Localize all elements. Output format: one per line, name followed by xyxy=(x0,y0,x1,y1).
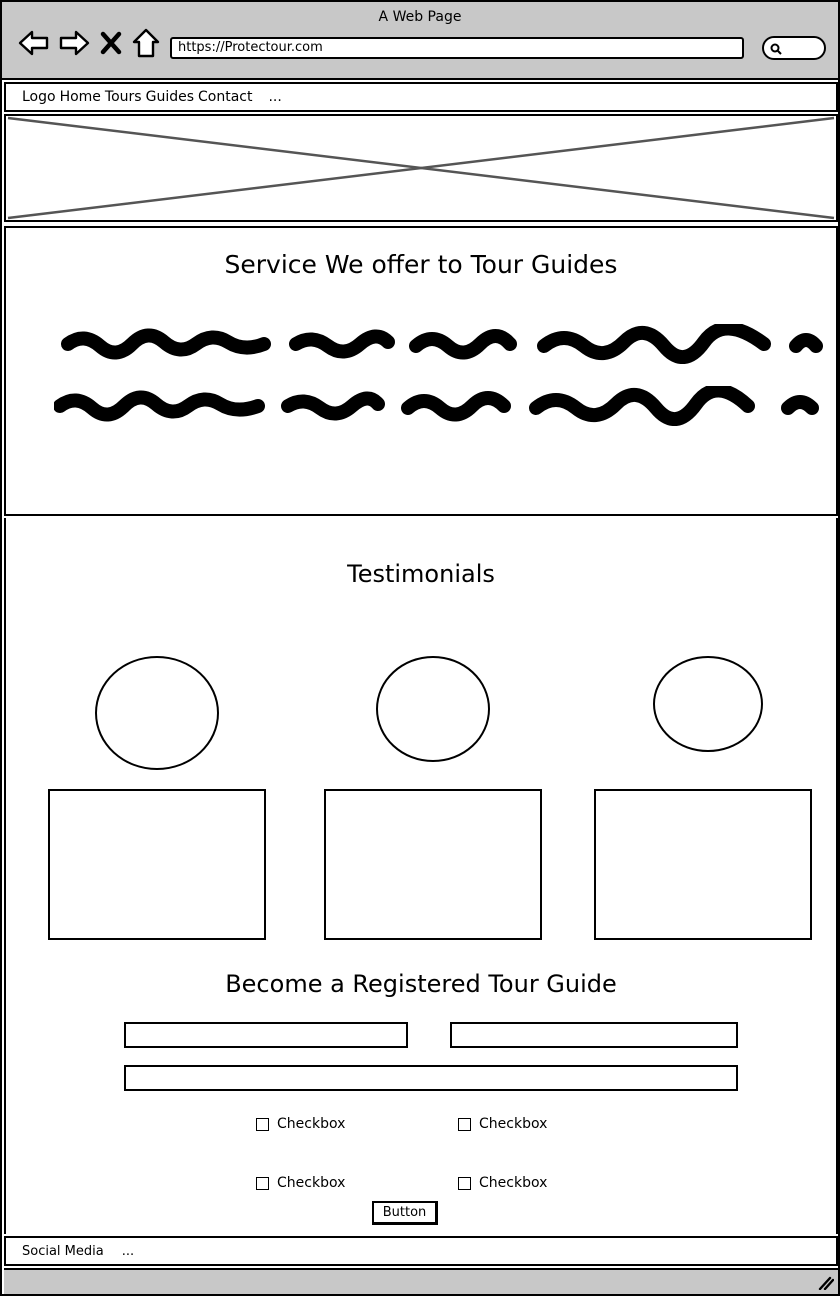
resize-grip-icon[interactable] xyxy=(818,1276,834,1290)
nav-more[interactable]: ... xyxy=(268,89,282,105)
registration-field-2[interactable] xyxy=(450,1022,738,1048)
testimonial-card-3 xyxy=(594,789,812,940)
services-section: Service We offer to Tour Guides xyxy=(4,226,838,516)
registration-checkbox-4[interactable]: Checkbox xyxy=(458,1175,547,1191)
footer-social-media[interactable]: Social Media xyxy=(22,1243,104,1259)
testimonials-section: Testimonials Become a Registered Tour Gu… xyxy=(4,518,838,1234)
browser-status-bar xyxy=(4,1268,838,1294)
testimonial-card-1 xyxy=(48,789,266,940)
window-title: A Web Page xyxy=(378,9,462,25)
search-icon xyxy=(770,43,782,55)
footer-bar: Social Media ... xyxy=(4,1236,838,1266)
testimonial-avatar-2 xyxy=(376,656,490,762)
stop-button[interactable] xyxy=(98,29,124,57)
hero-image-placeholder xyxy=(4,114,838,222)
checkbox-label: Checkbox xyxy=(479,1175,548,1191)
image-placeholder-icon xyxy=(7,116,835,220)
nav-logo[interactable]: Logo xyxy=(22,89,56,105)
testimonials-title: Testimonials xyxy=(347,560,495,588)
close-x-icon xyxy=(100,31,122,55)
checkbox-label: Checkbox xyxy=(479,1116,548,1132)
forward-button[interactable] xyxy=(58,29,90,57)
nav-contact[interactable]: Contact xyxy=(198,89,253,105)
footer-more[interactable]: ... xyxy=(121,1243,135,1259)
text-scribble-line-2 xyxy=(54,386,819,426)
forward-arrow-icon xyxy=(59,30,90,56)
checkbox-icon[interactable] xyxy=(256,1117,269,1131)
submit-button[interactable]: Button xyxy=(372,1201,438,1225)
nav-home[interactable]: Home xyxy=(59,89,101,105)
services-title: Service We offer to Tour Guides xyxy=(224,250,618,279)
browser-search-box[interactable] xyxy=(762,36,826,60)
home-button[interactable] xyxy=(130,28,162,58)
address-bar[interactable]: https://Protectour.com xyxy=(170,37,744,59)
nav-tours[interactable]: Tours xyxy=(104,89,142,105)
checkbox-icon[interactable] xyxy=(256,1176,269,1190)
registration-checkbox-1[interactable]: Checkbox xyxy=(256,1116,345,1132)
site-nav-bar: Logo Home Tours Guides Contact ... xyxy=(4,82,838,112)
checkbox-label: Checkbox xyxy=(277,1116,346,1132)
registration-title: Become a Registered Tour Guide xyxy=(225,970,617,998)
checkbox-icon[interactable] xyxy=(458,1117,471,1131)
checkbox-icon[interactable] xyxy=(458,1176,471,1190)
text-scribble-line-1 xyxy=(61,324,823,364)
nav-guides[interactable]: Guides xyxy=(145,89,194,105)
registration-field-1[interactable] xyxy=(124,1022,408,1048)
testimonial-avatar-1 xyxy=(95,656,219,770)
back-button[interactable] xyxy=(18,29,50,57)
back-arrow-icon xyxy=(18,30,49,56)
home-icon xyxy=(132,28,160,58)
registration-checkbox-3[interactable]: Checkbox xyxy=(256,1175,345,1191)
registration-checkbox-2[interactable]: Checkbox xyxy=(458,1116,547,1132)
checkbox-label: Checkbox xyxy=(277,1175,346,1191)
browser-toolbar: A Web Page https://Protectour.com xyxy=(2,2,838,80)
testimonial-avatar-3 xyxy=(653,656,763,752)
registration-field-3[interactable] xyxy=(124,1065,738,1091)
testimonial-card-2 xyxy=(324,789,542,940)
